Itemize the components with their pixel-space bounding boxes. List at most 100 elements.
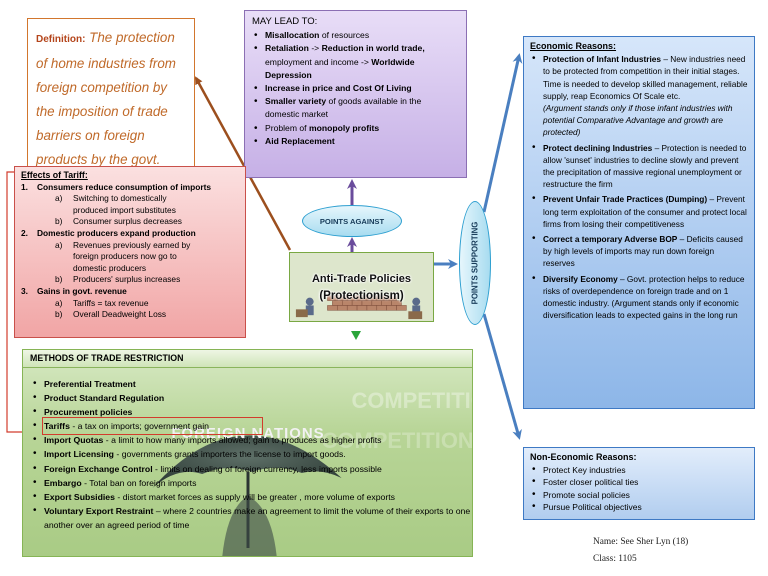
definition-text: The protection of home industries from f… — [36, 30, 176, 167]
method-item: Product Standard Regulation — [33, 391, 472, 405]
trade-wall-illustration — [290, 253, 433, 321]
may-lead-to-text: Problem of — [265, 122, 309, 133]
effect-subpoint-number: a) — [55, 193, 63, 204]
effect-subpoint-text: domestic producers — [73, 262, 147, 273]
may-lead-to-text: Smaller variety — [265, 96, 327, 107]
effect-heading: 3.Gains in govt. revenue — [21, 286, 239, 298]
points-against-node: POINTS AGAINST — [302, 205, 402, 237]
method-description: - a tax on imports; government gain — [69, 421, 209, 432]
effect-subpoint: b)Producers' surplus increases — [21, 274, 239, 286]
may-lead-to-text: monopoly profits — [308, 122, 380, 133]
method-name: Tariffs — [44, 421, 70, 432]
may-lead-to-text: Misallocation — [265, 30, 320, 41]
method-description: - governments grants importers the licen… — [114, 449, 346, 460]
central-title-line1: Anti-Trade Policies — [311, 273, 412, 285]
may-lead-to-text: Aid Replacement — [265, 135, 335, 146]
may-lead-to-item: Problem of monopoly profits — [254, 122, 459, 135]
economic-reasons-list: Protection of Infant Industries – New in… — [530, 53, 748, 321]
may-lead-to-item: Misallocation of resources — [254, 29, 459, 42]
method-description: - a limit to how many imports allowed; g… — [103, 435, 382, 446]
method-item: Export Subsidies - distort market forces… — [33, 490, 472, 504]
economic-reason: Diversify Economy – Govt. protection hel… — [532, 273, 748, 322]
may-lead-to-item: Retaliation -> Reduction in world trade, — [254, 42, 459, 55]
effect-subpoint-text: produced import substitutes — [73, 204, 176, 215]
economic-reason-title: Prevent Unfair Trade Practices (Dumping) — [543, 194, 708, 205]
method-description: – where 2 countries make an agreement to… — [44, 505, 471, 530]
methods-box: METHODS OF TRADE RESTRICTION COMPETITION… — [22, 349, 473, 557]
methods-list: Preferential TreatmentProduct Standard R… — [31, 377, 472, 532]
effect-number: 3. — [21, 285, 28, 296]
economic-reason: Prevent Unfair Trade Practices (Dumping)… — [532, 193, 748, 230]
method-item: Preferential Treatment — [33, 377, 472, 391]
arrow-to-economic — [482, 53, 523, 213]
author-name: Name: See Sher Lyn (18) — [593, 537, 689, 547]
may-lead-to-item: domestic market — [265, 108, 459, 121]
effect-subpoint: b) Overall Deadweight Loss — [21, 309, 239, 321]
arrow-to-non-economic — [482, 313, 522, 440]
economic-reason-title: Protection of Infant Industries — [543, 54, 662, 65]
non-economic-reasons-box: Non-Economic Reasons: Protect Key indust… — [523, 447, 755, 520]
effect-subpoint-number — [55, 205, 73, 217]
economic-reason-title: Diversify Economy — [543, 273, 618, 284]
method-item: Procurement policies — [33, 405, 472, 419]
effect-subpoint-text: Overall Deadweight Loss — [73, 309, 167, 320]
may-lead-to-text: Retaliation — [265, 43, 309, 54]
non-economic-list: Protect Key industriesFoster closer poli… — [530, 464, 748, 514]
effect-heading: 1.Consumers reduce consumption of import… — [21, 182, 239, 194]
definition-box: Definition: The protection of home indus… — [27, 18, 195, 170]
effect-subpoint: b)Consumer surplus decreases — [21, 216, 239, 228]
may-lead-to-text: -> — [308, 43, 322, 54]
economic-reason-text: – Govt. protection helps to reduce risks… — [543, 273, 745, 321]
effect-heading-text: Domestic producers expand production — [37, 227, 196, 238]
effects-title: Effects of Tariff: — [21, 170, 88, 180]
economic-reason-title: Protect declining Industries — [543, 142, 653, 153]
effect-subpoint-number: b) — [55, 309, 63, 320]
arrow-to-methods — [351, 331, 361, 340]
effect-subpoint: foreign producers now go to — [21, 251, 239, 263]
arrow-to-definition — [194, 76, 292, 251]
method-name: Voluntary Export Restraint — [44, 505, 154, 516]
central-title-line2: (Protectionism) — [319, 290, 404, 302]
method-name: Foreign Exchange Control — [44, 463, 153, 474]
effect-subpoint-text: foreign producers now go to — [73, 251, 177, 262]
method-name: Import Licensing — [44, 449, 114, 460]
may-lead-to-text: employment and income -> — [265, 56, 372, 67]
effect-subpoint: a)Revenues previously earned by — [21, 240, 239, 252]
may-lead-to-text: of resources — [319, 30, 370, 41]
method-name: Embargo — [44, 477, 82, 488]
effect-heading-text: Consumers reduce consumption of imports — [37, 181, 212, 192]
economic-reasons-box: Economic Reasons: Protection of Infant I… — [523, 36, 755, 409]
effect-subpoint: a)Switching to domestically — [21, 193, 239, 205]
method-name: Preferential Treatment — [44, 379, 136, 389]
non-economic-item: Protect Key industries — [532, 464, 748, 477]
economic-reasons-title: Economic Reasons: — [530, 41, 617, 51]
effect-subpoint-text: Tariffs = tax revenue — [73, 297, 149, 308]
effect-subpoint-number — [55, 263, 73, 275]
may-lead-to-item: Smaller variety of goods available in th… — [254, 95, 459, 108]
effect-subpoint: a)Tariffs = tax revenue — [21, 298, 239, 310]
points-supporting-node: POINTS SUPPORTING — [459, 201, 491, 325]
definition-label: Definition: — [36, 34, 86, 45]
method-name: Product Standard Regulation — [44, 393, 165, 404]
method-name: Export Subsidies — [44, 491, 115, 502]
economic-reason-text: – Protection is needed to allow 'sunset'… — [543, 142, 747, 190]
points-supporting-label: POINTS SUPPORTING — [470, 221, 480, 305]
effect-heading: 2.Domestic producers expand production — [21, 228, 239, 240]
may-lead-to-item: Increase in price and Cost Of Living — [254, 82, 459, 95]
economic-reason-title: Correct a temporary Adverse BOP — [543, 234, 678, 245]
non-economic-item: Pursue Political objectives — [532, 501, 748, 514]
may-lead-to-title: MAY LEAD TO: — [252, 16, 318, 27]
effect-subpoint-number: b) — [55, 274, 63, 285]
effect-subpoint: domestic producers — [21, 263, 239, 275]
may-lead-to-item: Depression — [265, 69, 459, 82]
method-item: Embargo - Total ban on foreign imports — [33, 476, 472, 490]
method-item: Foreign Exchange Control - limits on dea… — [33, 462, 472, 476]
effect-subpoint-text: Revenues previously earned by — [73, 239, 191, 250]
method-name: Procurement policies — [44, 407, 133, 418]
may-lead-to-text: domestic market — [265, 109, 329, 120]
method-item: Voluntary Export Restraint – where 2 cou… — [33, 504, 472, 532]
economic-reason-note: (Argument stands only if those infant in… — [543, 103, 733, 138]
economic-reason-text: – New industries need to be protected fr… — [543, 54, 748, 101]
author-footer: Name: See Sher Lyn (18) Class: 1105 — [593, 534, 753, 574]
